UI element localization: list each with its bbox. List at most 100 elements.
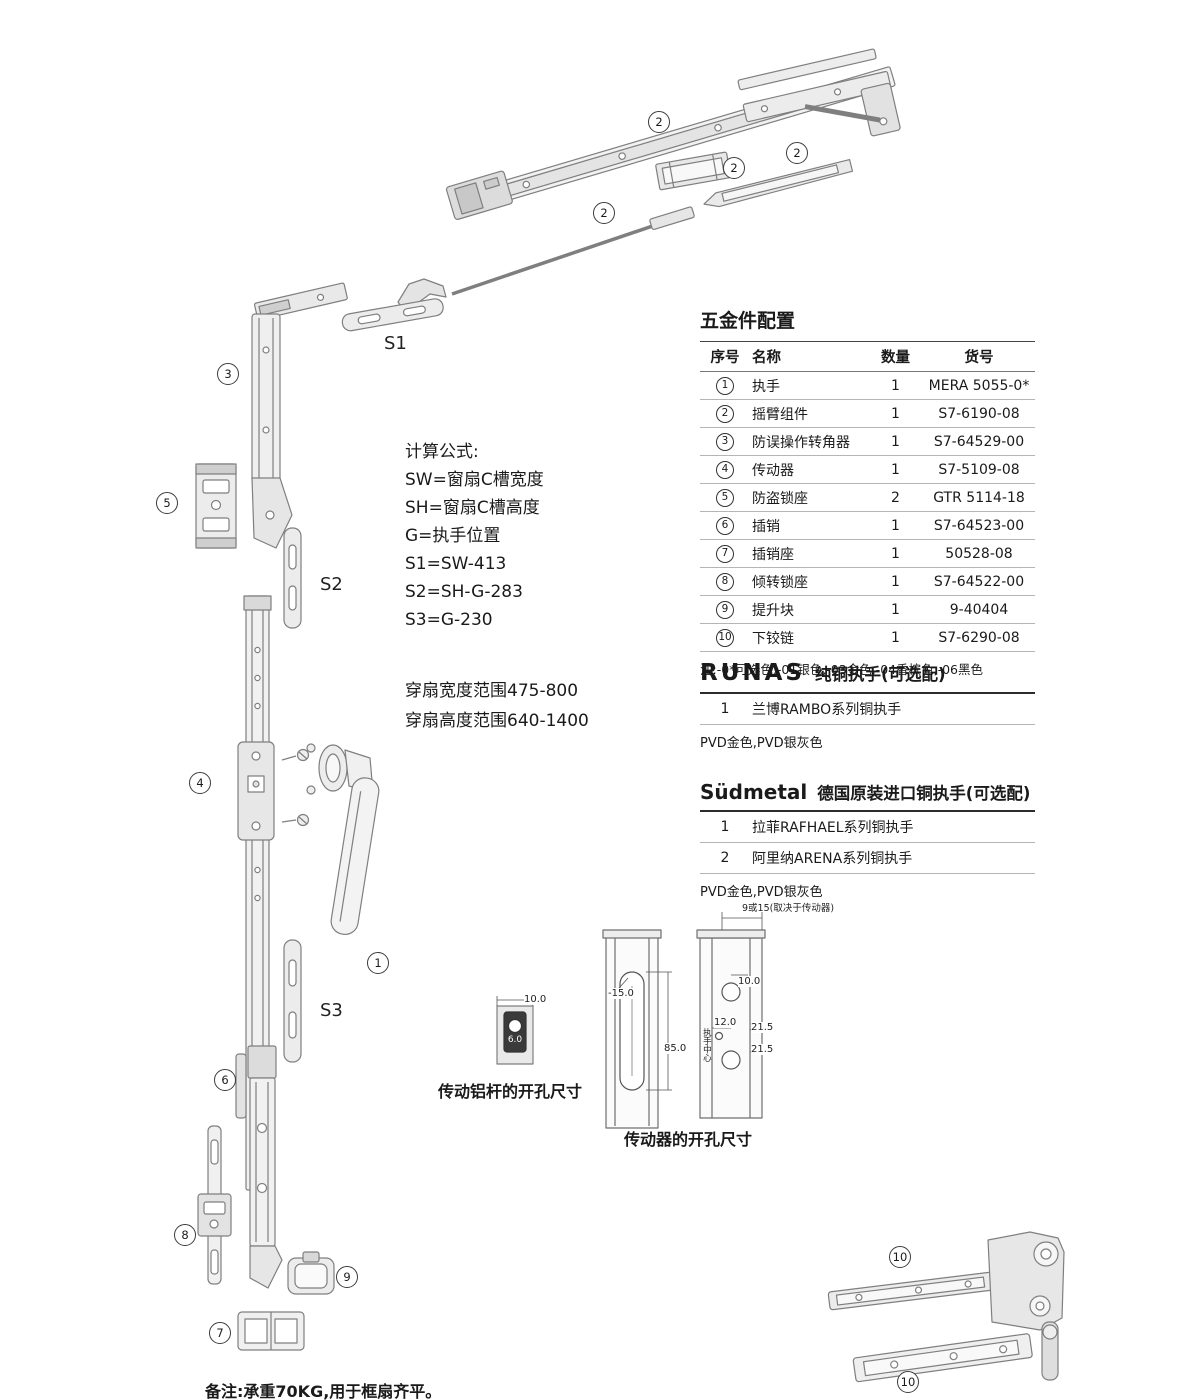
part-9-lift-block xyxy=(287,1251,335,1295)
gear-top-note: 9或15(取决于传动器) xyxy=(742,903,835,914)
formula-line: S1=SW-413 xyxy=(405,554,507,574)
option-no: 2 xyxy=(720,850,730,866)
callout-part-7: 7 xyxy=(209,1322,231,1344)
gear-dim-lower: 21.5 xyxy=(751,1044,774,1055)
option-row: 1 兰博RAMBO系列铜执手 xyxy=(700,694,1035,725)
gear-dim-upper: 21.5 xyxy=(751,1022,774,1033)
part-7-bolt-keeper xyxy=(237,1311,305,1351)
callout-part-4: 4 xyxy=(189,772,211,794)
gear-hole-dimension-drawing xyxy=(602,912,768,1129)
height-range: 穿扇高度范围640-1400 xyxy=(405,711,589,731)
part-1-window-handle xyxy=(306,743,380,936)
header-code: 货号 xyxy=(964,350,994,366)
row-number-badge: 2 xyxy=(716,404,734,423)
callout-part-10: 10 xyxy=(897,1371,919,1393)
formula-line: SW=窗扇C槽宽度 xyxy=(405,470,544,490)
row-part-name: 插销座 xyxy=(752,546,794,563)
option-row: 1 拉菲RAFHAEL系列铜执手 xyxy=(700,812,1035,843)
callout-part-6: 6 xyxy=(214,1069,236,1091)
row-number-badge: 3 xyxy=(716,432,734,451)
hardware-config-table: 五金件配置 序号 名称 数量 货号 1 执手 1 MERA 5055-0* 2 xyxy=(700,306,1035,678)
label-s2: S2 xyxy=(320,574,343,595)
gear-drawing-label: 传动器的开孔尺寸 xyxy=(624,1130,753,1149)
row-qty: 1 xyxy=(891,629,900,646)
callout-part-1: 1 xyxy=(367,952,389,974)
option-name: 阿里纳ARENA系列铜执手 xyxy=(752,851,913,867)
row-part-name: 防盗锁座 xyxy=(752,490,808,507)
row-code: 50528-08 xyxy=(945,545,1013,562)
runas-header: RUNAS 纯铜执手(可选配) xyxy=(700,660,1035,694)
row-qty: 1 xyxy=(891,545,900,562)
gear-side-note: 执手中心 xyxy=(701,1028,712,1062)
header-qty: 数量 xyxy=(881,350,910,366)
row-number-badge: 1 xyxy=(716,376,734,395)
gear-dim-hole: 10.0 xyxy=(738,976,761,987)
option-row: 2 阿里纳ARENA系列铜执手 xyxy=(700,843,1035,874)
part-8-tilt-keeper xyxy=(197,1125,232,1285)
table-row: 1 执手 1 MERA 5055-0* xyxy=(700,372,1035,400)
callout-part-10: 10 xyxy=(889,1246,911,1268)
rod-drawing-label: 传动铝杆的开孔尺寸 xyxy=(438,1082,583,1101)
header-no: 序号 xyxy=(710,350,740,366)
row-number-badge: 8 xyxy=(716,572,734,591)
option-no: 1 xyxy=(720,701,730,717)
callout-part-5: 5 xyxy=(156,492,178,514)
row-number-badge: 5 xyxy=(716,488,734,507)
table-row: 10 下铰链 1 S7-6290-08 xyxy=(700,624,1035,652)
table-row: 4 传动器 1 S7-5109-08 xyxy=(700,456,1035,484)
sudmetal-brand-logo: Südmetal xyxy=(700,780,808,804)
callout-part-8: 8 xyxy=(174,1224,196,1246)
row-number-badge: 7 xyxy=(716,544,734,563)
row-code: S7-64522-00 xyxy=(933,573,1025,590)
row-qty: 2 xyxy=(891,489,900,506)
row-qty: 1 xyxy=(891,433,900,450)
row-part-name: 防误操作转角器 xyxy=(752,434,850,451)
formula-line: S2=SH-G-283 xyxy=(405,582,523,602)
drive-rod xyxy=(451,206,695,296)
row-qty: 1 xyxy=(891,601,900,618)
runas-section-title: 纯铜执手(可选配) xyxy=(815,665,946,684)
plate-s1 xyxy=(341,298,444,332)
sudmetal-section-title: 德国原装进口铜执手(可选配) xyxy=(817,784,1031,803)
slim-rail xyxy=(703,158,854,208)
callout-part-3: 3 xyxy=(217,363,239,385)
sudmetal-handle-section: Südmetal 德国原装进口铜执手(可选配) 1 拉菲RAFHAEL系列铜执手… xyxy=(700,780,1035,900)
formula-line: SH=窗扇C槽高度 xyxy=(405,498,540,518)
runas-option-table: 1 兰博RAMBO系列铜执手 xyxy=(700,694,1035,725)
row-qty: 1 xyxy=(891,461,900,478)
formula-line: G=执手位置 xyxy=(405,526,501,546)
part-6-shoot-bolt xyxy=(235,1045,283,1289)
option-no: 1 xyxy=(720,819,730,835)
row-number-badge: 6 xyxy=(716,516,734,535)
label-s1: S1 xyxy=(384,333,407,354)
formula-line: S3=G-230 xyxy=(405,610,493,630)
middle-rail xyxy=(655,151,732,191)
row-code: S7-6190-08 xyxy=(938,405,1020,422)
callout-part-2: 2 xyxy=(648,111,670,133)
row-part-name: 执手 xyxy=(752,378,780,395)
option-name: 拉菲RAFHAEL系列铜执手 xyxy=(752,820,914,836)
corner-bracket-top-bar xyxy=(737,48,877,91)
sudmetal-header: Südmetal 德国原装进口铜执手(可选配) xyxy=(700,780,1035,812)
rod-dim-slot: 6.0 xyxy=(507,1035,523,1045)
part-2-swing-arm xyxy=(397,48,901,310)
row-code: GTR 5114-18 xyxy=(933,489,1025,506)
size-range-block: 穿扇宽度范围475-800 穿扇高度范围640-1400 xyxy=(405,676,589,736)
table-row: 8 倾转锁座 1 S7-64522-00 xyxy=(700,568,1035,596)
rod-hole-dimension-drawing xyxy=(496,996,534,1065)
row-code: 9-40404 xyxy=(949,601,1009,618)
row-qty: 1 xyxy=(891,377,900,394)
part-10-bottom-hinge xyxy=(827,1231,1065,1383)
row-code: S7-64529-00 xyxy=(933,433,1025,450)
row-part-name: 插销 xyxy=(752,518,780,535)
runas-finish-note: PVD金色,PVD银灰色 xyxy=(700,736,823,751)
row-number-badge: 10 xyxy=(716,628,734,647)
plate-s3 xyxy=(283,939,302,1063)
row-code: S7-6290-08 xyxy=(938,629,1020,646)
runas-brand-logo: RUNAS xyxy=(700,660,806,686)
row-code: S7-64523-00 xyxy=(933,517,1025,534)
row-number-badge: 4 xyxy=(716,460,734,479)
spec-table: 序号 名称 数量 货号 1 执手 1 MERA 5055-0* 2 摇臂组件 1 xyxy=(700,341,1035,652)
table-row: 7 插销座 1 50528-08 xyxy=(700,540,1035,568)
